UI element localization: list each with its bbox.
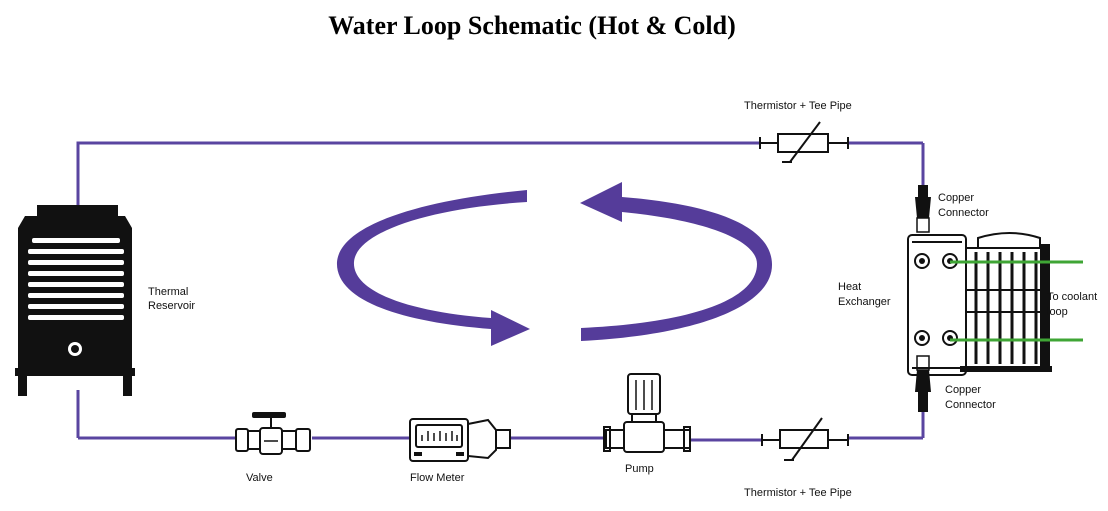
copper-bottom-line2: Connector (945, 399, 996, 411)
page-title: Water Loop Schematic (Hot & Cold) (328, 11, 736, 40)
pipe-connector-icon-bottom (915, 355, 931, 412)
pipe-top (76, 141, 760, 207)
thermistor-icon-bottom (761, 417, 849, 461)
inline-pump-icon (603, 373, 691, 453)
thermistor-bottom-label: Thermistor + Tee Pipe (744, 487, 852, 499)
flow-meter-label: Flow Meter (410, 472, 465, 484)
heat-exchanger-line2: Exchanger (838, 296, 891, 308)
thermistor-icon-top (759, 121, 849, 163)
cooling-tower-icon (15, 205, 135, 396)
copper-bottom-line1: Copper (945, 384, 981, 396)
flow-arrow-right (580, 182, 773, 341)
pipe-loop (76, 141, 925, 442)
coolant-label-line1: To coolant (1047, 291, 1097, 303)
copper-connector-bottom-label: Copper Connector (945, 384, 996, 411)
thermal-reservoir-label-line2: Reservoir (148, 300, 195, 312)
coolant-label-line2: loop (1047, 306, 1068, 318)
plate-heat-exchanger-icon (907, 232, 1052, 376)
flow-meter-icon (409, 418, 511, 462)
thermal-reservoir-label-line1: Thermal (148, 286, 188, 298)
ball-valve-icon (235, 412, 311, 455)
pump-label: Pump (625, 463, 654, 475)
copper-top-line2: Connector (938, 207, 989, 219)
coolant-label: To coolant loop (1047, 291, 1100, 318)
counter-clockwise-arrows-icon (336, 182, 773, 346)
thermal-reservoir-label: Thermal Reservoir (148, 286, 195, 312)
heat-exchanger-label: Heat Exchanger (838, 281, 891, 308)
heat-exchanger-line1: Heat (838, 281, 861, 293)
coolant-lines (950, 260, 1083, 342)
thermistor-top-label: Thermistor + Tee Pipe (744, 100, 852, 112)
copper-top-line1: Copper (938, 192, 974, 204)
pipe-connector-icon-top (915, 185, 931, 233)
valve-label: Valve (246, 472, 273, 484)
copper-connector-top-label: Copper Connector (938, 192, 989, 219)
flow-arrow-left (336, 190, 530, 346)
